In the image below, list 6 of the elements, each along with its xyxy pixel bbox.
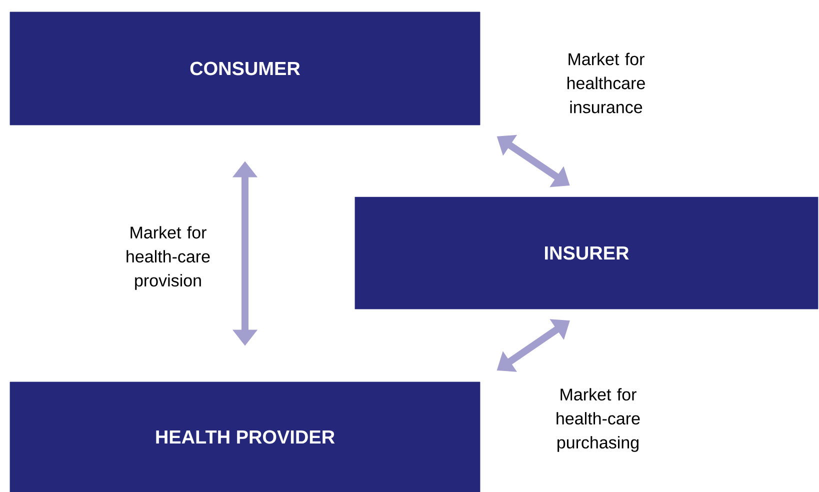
edge-label: Market for health-care purchasing [556, 388, 640, 452]
edge-label: Market for health-care provision [126, 226, 210, 290]
process-box: CONSUMER [10, 12, 480, 126]
edge-label: Market for healthcare insurance [567, 52, 645, 114]
process-box: HEALTH PROVIDER [10, 382, 480, 492]
process-box: INSURER [354, 196, 818, 310]
